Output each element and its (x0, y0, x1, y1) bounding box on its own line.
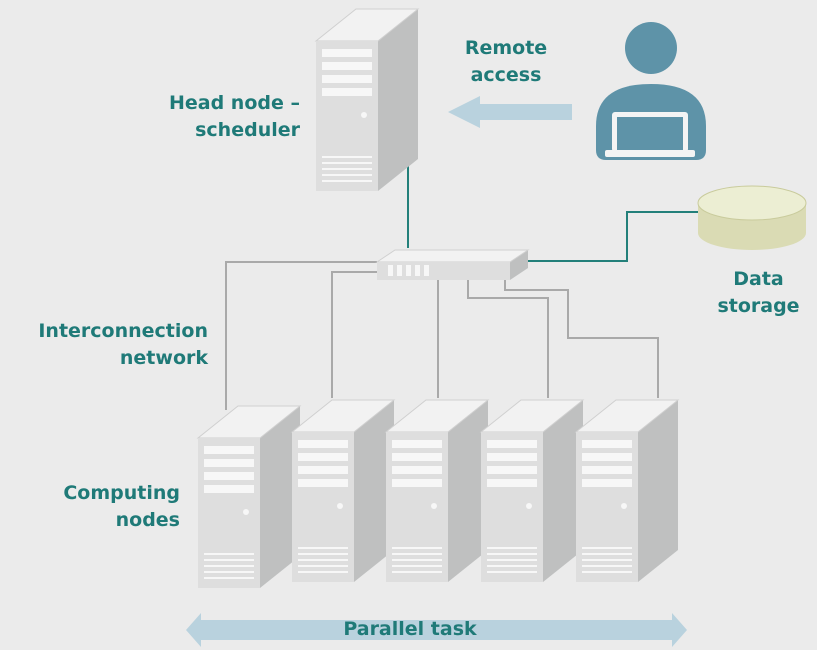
data-storage-line-2: storage (717, 295, 800, 317)
computing-node-4 (480, 399, 584, 583)
computing-nodes-line-2: nodes (115, 509, 180, 531)
interconnection-line-2: network (119, 347, 208, 369)
remote-access-label: Remote access (446, 35, 566, 89)
teal-links (407, 160, 706, 262)
parallel-task-label: Parallel task (343, 618, 477, 640)
user-laptop-icon (596, 22, 706, 160)
head-node-server-icon (315, 8, 419, 192)
remote-access-line-2: access (470, 64, 542, 86)
computing-node-3 (385, 399, 489, 583)
remote-access-line-1: Remote (464, 37, 548, 59)
computing-node-5 (575, 399, 679, 583)
interconnection-line-1: Interconnection (38, 320, 208, 342)
head-node-line-2: scheduler (195, 119, 300, 141)
remote-access-arrow-icon (448, 96, 572, 128)
network-switch-icon (375, 249, 530, 280)
data-storage-line-1: Data (733, 268, 784, 290)
disk-storage-icon (697, 185, 807, 250)
computing-node-2 (291, 399, 395, 583)
interconnection-cables (225, 261, 659, 410)
parallel-task-arrow-icon (186, 613, 687, 647)
computing-node-1 (197, 405, 301, 589)
interconnection-network-label: Interconnection network (5, 318, 208, 372)
head-node-label: Head node – scheduler (100, 90, 300, 144)
head-node-line-1: Head node – (168, 92, 300, 114)
computing-nodes-label: Computing nodes (20, 480, 180, 534)
computing-nodes-line-1: Computing (63, 482, 180, 504)
data-storage-label: Data storage (700, 266, 817, 320)
